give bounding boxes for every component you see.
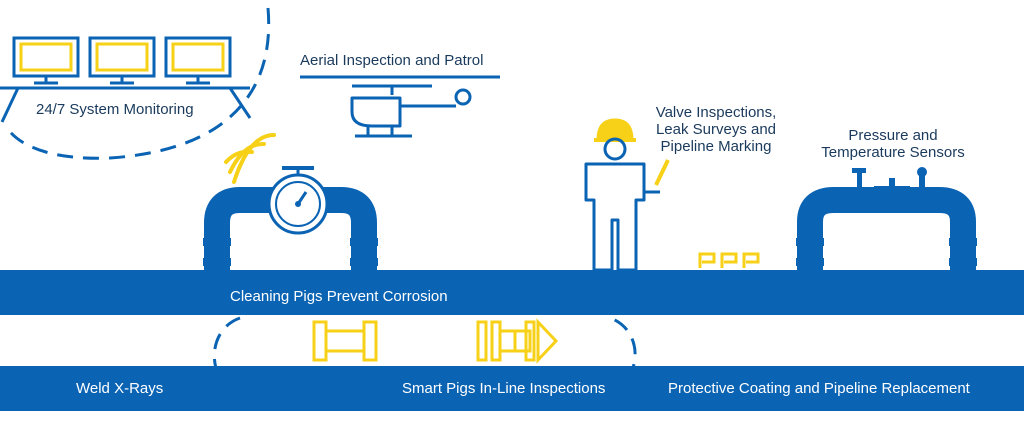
bottom-band	[0, 366, 1024, 411]
signal-icon	[224, 133, 276, 184]
inline-dashed-loop	[212, 316, 637, 400]
pressure-label-line1: Pressure and	[848, 127, 938, 144]
gauge-icon	[267, 166, 329, 235]
cleaning-pigs-label: Cleaning Pigs Prevent Corrosion	[230, 288, 448, 305]
desk	[0, 86, 252, 123]
pressure-label-line2: Temperature Sensors	[821, 144, 965, 161]
monitor-icon	[164, 36, 232, 85]
marker-icon	[698, 252, 760, 268]
pig-icon	[312, 320, 378, 362]
monitoring-label: 24/7 System Monitoring	[36, 101, 194, 118]
monitor-icon	[12, 36, 80, 85]
loop-pipe-right	[796, 187, 977, 272]
main-pipeline	[0, 270, 1024, 315]
monitor-icon	[88, 36, 156, 85]
aerial-label: Aerial Inspection and Patrol	[300, 52, 484, 69]
smart-pigs-label: Smart Pigs In-Line Inspections	[402, 380, 606, 397]
valve-label-line3: Pipeline Marking	[660, 138, 772, 155]
worker-icon	[584, 118, 670, 272]
valve-label-line2: Leak Surveys and	[655, 121, 777, 138]
helicopter-icon	[350, 84, 472, 138]
smart-pig-icon	[476, 318, 559, 364]
coating-label: Protective Coating and Pipeline Replacem…	[668, 380, 970, 397]
valve-label-line1: Valve Inspections,	[655, 104, 777, 121]
valve-icon	[852, 167, 927, 192]
weld-label: Weld X-Rays	[76, 380, 164, 397]
monitoring-dashed-boundary	[3, 7, 271, 160]
